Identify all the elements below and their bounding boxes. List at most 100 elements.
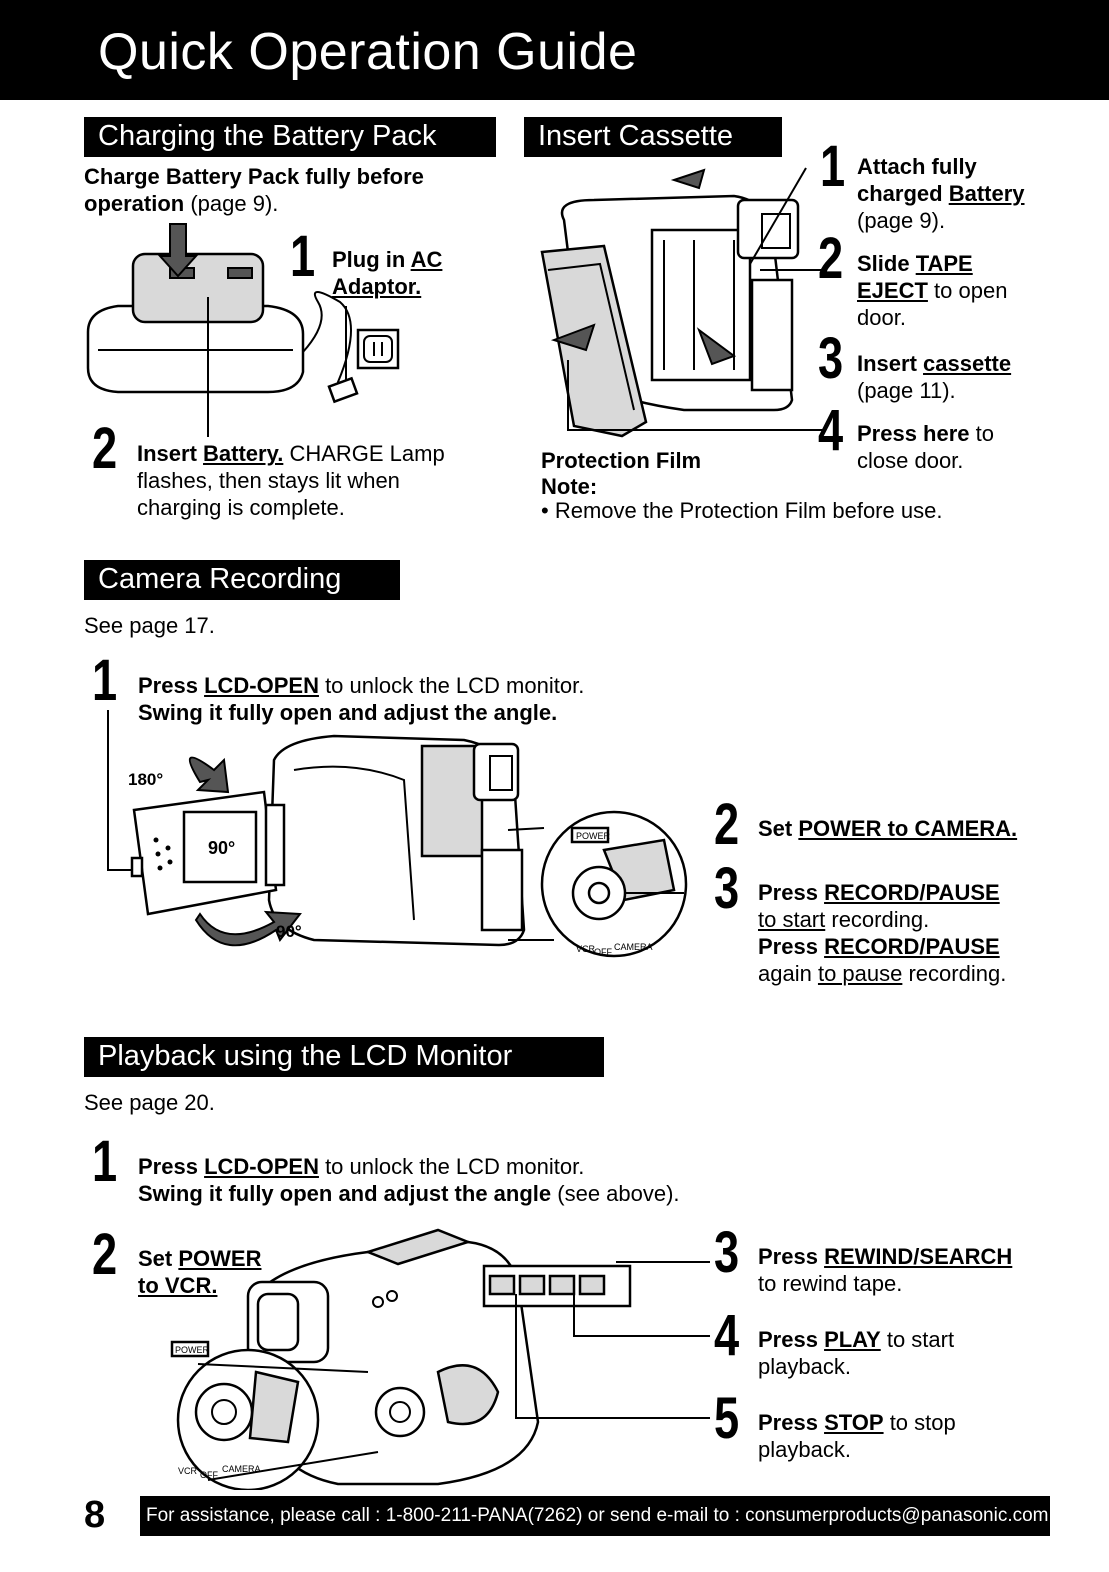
- playback-step4-lead: Press: [758, 1327, 825, 1352]
- playback-step1-line2-bold: Swing it fully open and adjust the angle: [138, 1181, 552, 1206]
- charging-intro-bold: Charge Battery Pack fully before operati…: [84, 164, 424, 216]
- playback-see-page: See page 20.: [84, 1090, 215, 1115]
- charging-step2-link: Battery.: [203, 441, 284, 466]
- cassette-step3-link: cassette: [923, 351, 1012, 376]
- playback-dial-camera-label: CAMERA: [222, 1464, 261, 1474]
- cassette-step3-rest: (page 11).: [857, 378, 956, 403]
- playback-step1-rest: to unlock the LCD monitor.: [318, 1154, 585, 1179]
- camera-dial-vcr-label: VCR: [576, 944, 596, 954]
- cassette-heading: Insert Cassette: [524, 117, 782, 157]
- cassette-step1-link: Battery: [948, 181, 1025, 206]
- camera-step3-rest2: recording.: [902, 961, 1007, 986]
- playback-heading: Playback using the LCD Monitor: [84, 1037, 604, 1077]
- charging-intro: Charge Battery Pack fully before operati…: [84, 163, 504, 217]
- camera-heading: Camera Recording: [84, 560, 400, 600]
- playback-step5-rest1: to stop: [883, 1410, 956, 1435]
- playback-step5-rest2: playback.: [758, 1437, 851, 1462]
- assistance-footer: For assistance, please call : 1-800-211-…: [140, 1496, 1050, 1536]
- camcorder-playback-illustration: POWER VCR OFF CAMERA: [170, 1228, 710, 1490]
- playback-step4-text: Press PLAY to start playback.: [758, 1326, 1078, 1380]
- cassette-step1-rest: (page 9).: [857, 208, 946, 233]
- playback-step5-link: STOP: [824, 1410, 884, 1435]
- playback-step2-text: Set POWER to VCR.: [138, 1245, 308, 1299]
- camera-step3-link4: to pause: [817, 961, 903, 986]
- playback-step1-number: 1: [92, 1129, 118, 1194]
- playback-step5-text: Press STOP to stop playback.: [758, 1409, 1078, 1463]
- charging-intro-rest: (page 9).: [184, 191, 279, 216]
- cassette-step4-lead: Press here: [857, 421, 970, 446]
- cassette-step2-text: Slide TAPE EJECT to open door.: [857, 250, 1077, 331]
- charging-step1-link: AC Adaptor.: [332, 247, 443, 299]
- playback-step5-number: 5: [714, 1386, 740, 1451]
- angle-90-bottom-label: 90°: [276, 922, 302, 941]
- playback-step2-link2: to VCR.: [138, 1273, 218, 1298]
- playback-step4-rest1: to start: [880, 1327, 955, 1352]
- camera-step2-number: 2: [714, 792, 740, 857]
- camera-step1-rest: to unlock the LCD monitor.: [318, 673, 585, 698]
- charging-heading: Charging the Battery Pack: [84, 117, 496, 157]
- cassette-note-text: • Remove the Protection Film before use.: [541, 498, 943, 523]
- playback-step3-lead: Press: [758, 1244, 825, 1269]
- cassette-step1-lead: Attach fully: [857, 154, 977, 179]
- playback-step2-number: 2: [92, 1222, 118, 1287]
- playback-step3-rest: to rewind tape.: [758, 1271, 903, 1296]
- charging-step1-lead: Plug in: [332, 247, 411, 272]
- playback-step3-text: Press REWIND/SEARCH to rewind tape.: [758, 1243, 1078, 1297]
- camera-step3-number: 3: [714, 856, 740, 921]
- camera-step3-link1: RECORD/PAUSE: [824, 880, 1000, 905]
- playback-step3-link: REWIND/SEARCH: [824, 1244, 1013, 1269]
- cassette-step3-lead: Insert: [857, 351, 924, 376]
- cassette-step1-number: 1: [820, 134, 846, 199]
- charging-step2-text: Insert Battery. CHARGE Lamp flashes, the…: [137, 440, 507, 521]
- camera-dial-camera-label: CAMERA: [614, 942, 653, 952]
- charger-illustration: [86, 223, 400, 437]
- playback-step1-text: Press LCD-OPEN to unlock the LCD monitor…: [138, 1153, 838, 1207]
- cassette-illustration: [540, 167, 824, 438]
- camera-step1-number: 1: [92, 648, 118, 713]
- camera-step1-line2: Swing it fully open and adjust the angle…: [138, 700, 558, 725]
- cassette-step4-text: Press here to close door.: [857, 420, 1077, 474]
- cassette-step1-lead2: charged: [857, 181, 949, 206]
- angle-180-label: 180°: [128, 770, 164, 789]
- camera-step3-link3: RECORD/PAUSE: [824, 934, 1000, 959]
- camera-dial-power-label: POWER: [576, 831, 611, 841]
- page-number: 8: [84, 1494, 106, 1536]
- cassette-step2-number: 2: [818, 226, 844, 291]
- playback-dial-off-label: OFF: [200, 1470, 218, 1480]
- camera-step3-text: Press RECORD/PAUSE to start recording. P…: [758, 879, 1078, 987]
- playback-step1-line2-rest: (see above).: [551, 1181, 680, 1206]
- cassette-note-label: Note:: [541, 474, 598, 499]
- charging-step2-lead: Insert: [137, 441, 204, 466]
- playback-dial-vcr-label: VCR: [178, 1466, 198, 1476]
- camera-step3-link2: to start: [758, 907, 826, 932]
- cassette-step3-text: Insert cassette (page 11).: [857, 350, 1077, 404]
- cassette-step4-rest2: close door.: [857, 448, 964, 473]
- cassette-step3-number: 3: [818, 326, 844, 391]
- cassette-step2-link2: EJECT: [857, 278, 928, 303]
- header-banner: [0, 0, 1109, 100]
- charging-step2-text1: CHARGE Lamp: [283, 441, 445, 466]
- charging-step2-number: 2: [92, 416, 118, 481]
- camcorder-lcd-illustration: POWER VCR OFF CAMERA: [107, 710, 688, 958]
- charging-step1-text: Plug in AC Adaptor.: [332, 246, 502, 300]
- playback-step4-link: PLAY: [824, 1327, 881, 1352]
- camera-step2-link: POWER to CAMERA.: [798, 816, 1018, 841]
- camera-step3-lead: Press: [758, 880, 825, 905]
- playback-step2-link1: POWER: [178, 1246, 262, 1271]
- camera-step3-lead2: Press: [758, 934, 825, 959]
- cassette-step2-lead: Slide: [857, 251, 916, 276]
- camera-step1-lead: Press: [138, 673, 205, 698]
- charging-step2-text3: charging is complete.: [137, 495, 345, 520]
- camera-step1-link: LCD-OPEN: [204, 673, 319, 698]
- charging-step1-number: 1: [290, 224, 316, 289]
- cassette-step1-text: Attach fully charged Battery (page 9).: [857, 153, 1077, 234]
- playback-step2-lead: Set: [138, 1246, 179, 1271]
- page-title: Quick Operation Guide: [98, 23, 638, 81]
- camera-step3-rest1: recording.: [825, 907, 930, 932]
- camera-step3-pre3: again: [758, 961, 818, 986]
- playback-step1-lead: Press: [138, 1154, 205, 1179]
- playback-dial-power-label: POWER: [175, 1345, 210, 1355]
- cassette-step2-rest2: door.: [857, 305, 906, 330]
- camera-see-page: See page 17.: [84, 613, 215, 638]
- camera-step2-text: Set POWER to CAMERA.: [758, 815, 1078, 842]
